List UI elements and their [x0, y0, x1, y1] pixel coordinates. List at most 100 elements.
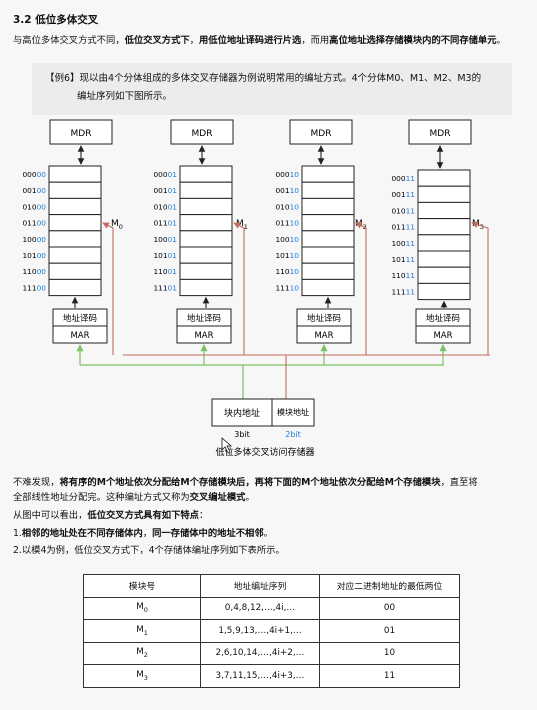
mar-label: MAR: [314, 331, 333, 341]
cell-address: 01100: [22, 219, 46, 228]
cell-address: 11011: [391, 271, 415, 280]
storage-cell: [417, 201, 471, 220]
cell-address: 10000: [22, 235, 46, 244]
storage-cell: [179, 278, 233, 297]
storage-cell: [301, 246, 355, 264]
cell-address: 01011: [391, 206, 415, 215]
cell-address: 01111: [391, 223, 415, 232]
storage-cell: [179, 165, 233, 183]
cell-address: 11000: [22, 267, 46, 276]
table-header-sequence: 地址编址序列: [200, 574, 320, 598]
storage-cell: [48, 165, 102, 183]
cell-address: 11100: [22, 283, 46, 292]
table-cell-low-bits: 01: [319, 619, 460, 643]
table-cell-low-bits: 10: [319, 641, 460, 665]
module-select-line: [102, 222, 114, 355]
storage-cell: [48, 197, 102, 216]
table-cell-sequence: 1,5,9,13,…,4i+1,…: [200, 619, 320, 643]
mouse-cursor-icon: [221, 437, 233, 454]
table-cell-module: M2: [83, 641, 201, 665]
storage-cell: [417, 266, 471, 284]
cell-address: 00001: [153, 170, 177, 179]
cell-address: 11001: [153, 267, 177, 276]
cell-address: 00111: [391, 190, 415, 199]
cell-address: 10001: [153, 235, 177, 244]
storage-cell: [417, 250, 471, 268]
storage-cell: [179, 262, 233, 280]
cell-address: 10101: [153, 251, 177, 260]
cell-address: 10010: [275, 235, 299, 244]
cell-address: 00011: [391, 174, 415, 183]
mar-label: MAR: [70, 331, 89, 341]
storage-cell: [48, 278, 102, 297]
table-header-low-bits: 对应二进制地址的最低两位: [319, 574, 460, 598]
address-sequence-table: 模块号 地址编址序列 对应二进制地址的最低两位 M0 0,4,8,12,…,4i…: [83, 574, 460, 688]
table-header-module: 模块号: [83, 574, 201, 598]
cell-address: 01000: [22, 202, 46, 211]
mar-label: MAR: [433, 331, 452, 341]
module-address-label: 模块地址: [277, 407, 309, 417]
storage-cell: [417, 282, 471, 301]
mdr-label: MDR: [192, 129, 213, 139]
cell-address: 10100: [22, 251, 46, 260]
storage-cell: [417, 234, 471, 252]
cell-address: 10111: [391, 255, 415, 264]
inner-address-label: 块内地址: [224, 407, 260, 419]
body-line-5: 2.以模4为例，低位交叉方式下，4个存储体编址序列如下表所示。: [13, 545, 285, 556]
mdr-label: MDR: [71, 129, 92, 139]
table-cell-module: M0: [83, 596, 201, 620]
module-select-line: [355, 222, 367, 355]
cell-address: 11111: [391, 287, 415, 296]
table-row: M2 2,6,10,14,…,4i+2,… 10: [83, 641, 460, 665]
address-decoder-label: 地址译码: [63, 313, 97, 324]
mar-box: [415, 325, 471, 344]
storage-cell: [301, 230, 355, 248]
cell-address: 00000: [22, 170, 46, 179]
storage-cell: [301, 214, 355, 232]
storage-cell: [301, 181, 355, 199]
cell-address: 01110: [275, 219, 299, 228]
storage-cell: [48, 262, 102, 280]
storage-cell: [179, 230, 233, 248]
storage-cell: [179, 214, 233, 232]
cell-address: 00101: [153, 186, 177, 195]
mar-label: MAR: [194, 331, 213, 341]
cell-address: 00100: [22, 186, 46, 195]
table-header-row: 模块号 地址编址序列 对应二进制地址的最低两位: [83, 574, 460, 598]
module-bits-label: 2bit: [285, 430, 301, 439]
storage-cell: [417, 169, 471, 187]
mdr-label: MDR: [311, 129, 332, 139]
table-row: M1 1,5,9,13,…,4i+1,… 01: [83, 619, 460, 643]
table-cell-low-bits: 00: [319, 596, 460, 620]
address-decoder-label: 地址译码: [187, 313, 221, 324]
mar-box: [296, 325, 352, 344]
cell-address: 10110: [275, 251, 299, 260]
table-cell-sequence: 0,4,8,12,…,4i,…: [200, 596, 320, 620]
cell-address: 01010: [275, 202, 299, 211]
example-box: 【例6】现以由4个分体组成的多体交叉存储器为例说明常用的编址方式。4个分体M0、…: [32, 63, 512, 115]
cell-address: 11101: [153, 283, 177, 292]
address-decoder-label: 地址译码: [426, 313, 460, 324]
storage-cell: [417, 185, 471, 203]
interleaved-memory-diagram: MDR 00000 00100 01000 01100 10000 10100 11000 11…: [22, 119, 490, 458]
cell-address: 01001: [153, 202, 177, 211]
example-line-1: 【例6】现以由4个分体组成的多体交叉存储器为例说明常用的编址方式。4个分体M0、…: [45, 73, 482, 84]
module-label: M0: [111, 219, 123, 231]
storage-cell: [179, 197, 233, 216]
mdr-box: [49, 119, 113, 145]
table-cell-sequence: 3,7,11,15,…,4i+3,…: [200, 664, 320, 688]
inner-address-box: [211, 398, 273, 427]
table-cell-low-bits: 11: [319, 664, 460, 688]
body-line-2: 全部线性地址分配完。这种编址方式又称为交叉编址模式。: [13, 492, 255, 503]
cell-address: 00110: [275, 186, 299, 195]
mdr-box: [289, 119, 353, 145]
module-select-line: [471, 221, 489, 355]
table-cell-module: M1: [83, 619, 201, 643]
mar-box: [52, 325, 108, 344]
table-row: M0 0,4,8,12,…,4i,… 00: [83, 596, 460, 620]
storage-cell: [301, 262, 355, 280]
cell-address: 11110: [275, 283, 299, 292]
cell-address: 11010: [275, 267, 299, 276]
storage-cell: [48, 246, 102, 264]
